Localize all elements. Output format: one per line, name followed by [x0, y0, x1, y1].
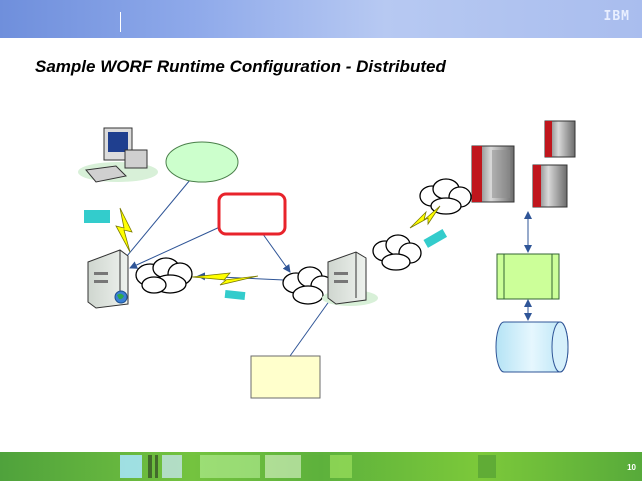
tag-marker [84, 210, 110, 223]
database-cylinder [495, 321, 569, 373]
mainframe-icon [532, 164, 568, 208]
server-tower-icon [322, 251, 378, 306]
footer-decoration [120, 455, 496, 478]
lightning-bolt-icons [115, 205, 441, 286]
header-band: IBM [0, 0, 642, 38]
connector-redbox-to-right-server [259, 229, 291, 273]
ellipse-blank [165, 141, 239, 183]
green-process-box [496, 253, 560, 300]
header-divider [120, 12, 121, 32]
ibm-logo: IBM [603, 9, 630, 24]
mainframe-icon [544, 120, 576, 158]
footer-band [0, 452, 642, 481]
network-cloud-4 [419, 178, 472, 215]
lightning-bolt-icon [191, 272, 259, 286]
yellow-box-blank [250, 355, 321, 399]
server-tower-icon [87, 249, 129, 309]
lightning-bolt-icon [409, 205, 441, 229]
red-box-blank [217, 192, 287, 236]
page-number: 10 [627, 463, 636, 472]
slide-title: Sample WORF Runtime Configuration - Dist… [35, 57, 446, 76]
network-cloud-3 [372, 234, 422, 271]
connector-ellipse-to-left-server [121, 179, 191, 263]
mainframe-icon [471, 145, 515, 203]
lightning-bolt-icon [115, 207, 133, 253]
connector-redbox-to-left-server [129, 225, 223, 269]
teal-tags [84, 210, 448, 301]
tag-marker [224, 289, 246, 301]
network-cloud-1 [135, 257, 193, 294]
desktop-computer-icon [78, 127, 158, 183]
tag-marker [423, 229, 448, 248]
